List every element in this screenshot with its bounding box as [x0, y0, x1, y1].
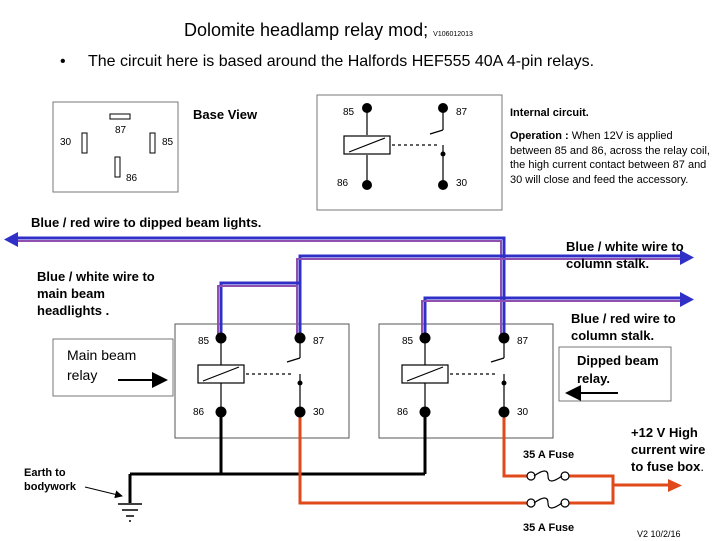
- internal-circuit-label: Internal circuit.: [510, 107, 589, 119]
- base-pin-85: [149, 132, 156, 154]
- main-pin-86-label: 86: [193, 407, 205, 418]
- dipped-contact-dot: [501, 380, 507, 386]
- operation-label: Operation :: [510, 130, 569, 142]
- page-title: Dolomite headlamp relay mod; V106012013: [184, 20, 473, 41]
- fuse-top-label: 35 A Fuse: [523, 449, 575, 461]
- dipped-beam-relay-label-2: relay.: [577, 371, 611, 386]
- column-red-label-1: Blue / red wire to: [571, 311, 676, 326]
- dipped-wire-label: Blue / red wire to dipped beam lights.: [31, 215, 262, 230]
- main-beam-wire-label-1: Blue / white wire to: [37, 269, 155, 284]
- main-beam-wire-label-3: headlights .: [37, 303, 110, 318]
- title-suffix: ;: [423, 20, 429, 40]
- main-pin-30-dot: [294, 406, 306, 418]
- dipped-pin-30-label: 30: [517, 407, 529, 418]
- title-version: V106012013: [433, 31, 473, 38]
- title-text: Dolomite headlamp relay mod: [184, 20, 424, 40]
- main-beam-wire-label-2: main beam: [37, 286, 105, 301]
- dipped-wire-arrow: [4, 232, 18, 247]
- column-red-label-2: column stalk.: [571, 328, 655, 343]
- main-pin-30-label: 30: [313, 407, 325, 418]
- earth-pointer: [84, 486, 123, 499]
- internal-circuit-drawing: [343, 108, 444, 185]
- base-pin-86: [114, 156, 121, 178]
- dipped-relay-drawing: [401, 338, 505, 412]
- supply-arrow: [668, 479, 682, 492]
- supply-label-3-dot: .: [700, 459, 704, 474]
- column-red-arrow: [680, 292, 694, 307]
- dipped-pin-87-label: 87: [517, 336, 529, 347]
- internal-pin-30-dot: [438, 180, 448, 190]
- dipped-pin-30-dot: [498, 406, 510, 418]
- main-pin-87-dot: [294, 332, 306, 344]
- column-white-arrow: [680, 250, 694, 265]
- main-pin-87-label: 87: [313, 336, 325, 347]
- main-beam-relay-label-2: relay: [67, 367, 98, 383]
- fuse-bottom-symbol: [526, 497, 570, 509]
- main-pin-86-dot: [215, 406, 227, 418]
- intro-line: • The circuit here is based around the Ha…: [60, 53, 594, 71]
- internal-pin-87-dot: [438, 103, 448, 113]
- main-beam-relay-label-1: Main beam: [67, 347, 137, 363]
- operation-description: Operation : When 12V is applied between …: [510, 129, 710, 187]
- main-contact-dot: [297, 380, 303, 386]
- blue-wires: [10, 236, 688, 338]
- column-white-label-2: column stalk.: [566, 256, 650, 271]
- earth-symbol: [118, 503, 142, 522]
- internal-pin-30-label: 30: [456, 178, 468, 189]
- base-pin-85-label: 85: [162, 137, 174, 148]
- earth-label-1: Earth to: [24, 467, 66, 479]
- supply-wires: [298, 412, 672, 505]
- dipped-pin-85-dot: [419, 332, 431, 344]
- base-pin-87: [109, 113, 131, 120]
- internal-contact-dot: [440, 151, 446, 157]
- base-pin-30-label: 30: [60, 137, 72, 148]
- supply-label-2: current wire: [631, 442, 706, 457]
- internal-pin-86-dot: [362, 180, 372, 190]
- footer-version: V2 10/2/16: [637, 529, 681, 539]
- base-pin-86-label: 86: [126, 173, 138, 184]
- internal-pin-85-dot: [362, 103, 372, 113]
- internal-pin-86-label: 86: [337, 178, 349, 189]
- supply-label-1: +12 V High: [631, 425, 698, 440]
- supply-label-3: to fuse box.: [631, 458, 704, 475]
- base-view-label: Base View: [193, 107, 258, 122]
- internal-pin-85-label: 85: [343, 107, 355, 118]
- dipped-pin-86-label: 86: [397, 407, 409, 418]
- supply-label-3-text: to fuse box: [631, 459, 701, 474]
- dipped-pin-87-dot: [498, 332, 510, 344]
- base-pin-30: [81, 132, 88, 154]
- fuse-top-symbol: [526, 470, 570, 482]
- earth-wires: [128, 412, 427, 503]
- dipped-beam-relay-label-1: Dipped beam: [577, 353, 659, 368]
- intro-text: The circuit here is based around the Hal…: [88, 53, 595, 70]
- earth-label-2: bodywork: [24, 481, 76, 493]
- main-pin-85-dot: [215, 332, 227, 344]
- dipped-pin-85-label: 85: [402, 336, 414, 347]
- dipped-pin-86-dot: [419, 406, 431, 418]
- internal-pin-87-label: 87: [456, 107, 468, 118]
- bullet-glyph: •: [60, 53, 66, 70]
- fuse-bottom-label: 35 A Fuse: [523, 522, 575, 534]
- base-pin-87-label: 87: [115, 125, 127, 136]
- main-pin-85-label: 85: [198, 336, 210, 347]
- main-relay-drawing: [197, 338, 301, 412]
- operation-text: When 12V is applied between 85 and 86, a…: [510, 130, 710, 186]
- column-white-label-1: Blue / white wire to: [566, 239, 684, 254]
